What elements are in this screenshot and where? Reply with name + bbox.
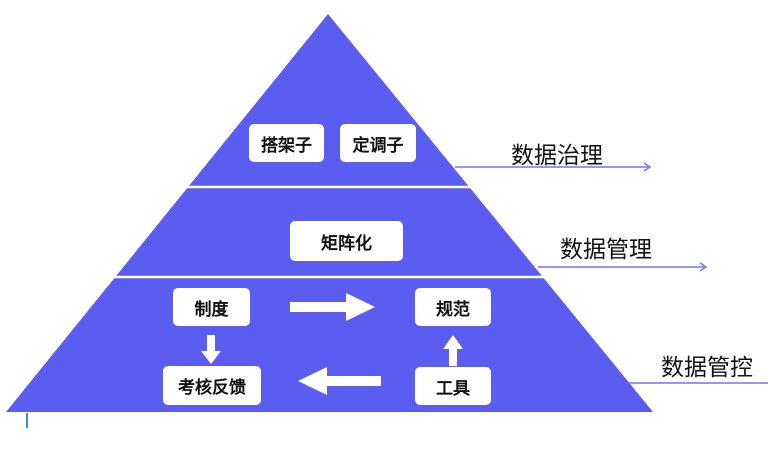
arrow-down-icon	[201, 335, 221, 364]
box-system: 制度	[173, 288, 250, 326]
box-build-framework: 搭架子	[249, 124, 324, 162]
arrow-up-icon	[443, 335, 463, 366]
box-standard: 规范	[415, 288, 491, 326]
label-data-control: 数据管控	[661, 355, 753, 381]
box-tools: 工具	[415, 367, 491, 405]
box-set-tone: 定调子	[340, 124, 416, 162]
management-arrow-head	[699, 262, 708, 272]
arrow-right-icon	[290, 293, 375, 321]
box-assessment-feedback: 考核反馈	[163, 366, 261, 405]
box-matrix: 矩阵化	[290, 221, 403, 261]
pyramid-shape	[6, 14, 653, 412]
label-data-governance: 数据治理	[511, 143, 603, 169]
governance-arrow-head	[643, 162, 652, 172]
arrow-left-icon	[298, 367, 381, 395]
label-data-management: 数据管理	[560, 237, 652, 263]
